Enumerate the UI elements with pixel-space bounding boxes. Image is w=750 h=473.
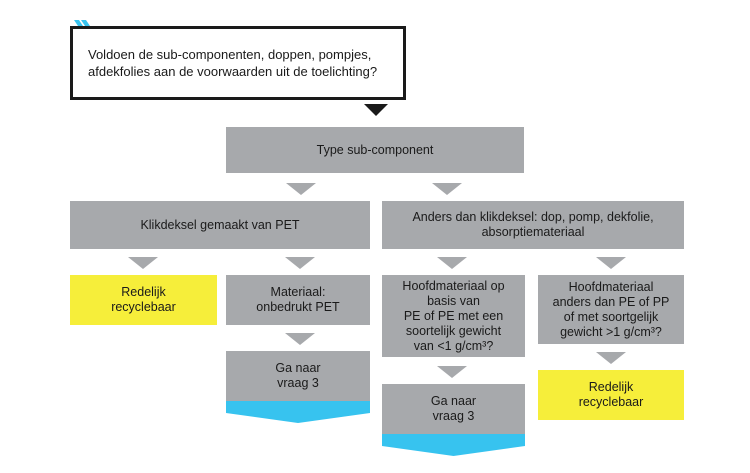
- arrow-down-icon: [286, 183, 316, 195]
- ga-naar-vraag-3-right-box: Ga naar vraag 3: [382, 384, 525, 434]
- arrow-down-icon: [437, 366, 467, 378]
- chevron-footer-icon: [382, 434, 525, 456]
- type-sub-component-box: Type sub-component: [226, 127, 524, 173]
- arrow-down-icon: [596, 352, 626, 364]
- arrow-down-icon: [432, 183, 462, 195]
- ga-naar-vraag-3-left-box: Ga naar vraag 3: [226, 351, 370, 401]
- chevron-footer-icon: [226, 401, 370, 423]
- klikdeksel-branch-box: Klikdeksel gemaakt van PET: [70, 201, 370, 249]
- materiaal-onbedrukt-pet-box: Materiaal: onbedrukt PET: [226, 275, 370, 325]
- redelijk-recyclebaar-right-box: Redelijk recyclebaar: [538, 370, 684, 420]
- arrow-down-icon: [285, 257, 315, 269]
- arrow-down-icon: [364, 104, 388, 116]
- arrow-down-icon: [596, 257, 626, 269]
- question-box: Voldoen de sub-componenten, doppen, pomp…: [70, 26, 406, 100]
- hoofdmateriaal-pe-box: Hoofdmateriaal op basis van PE of PE met…: [382, 275, 525, 357]
- anders-branch-box: Anders dan klikdeksel: dop, pomp, dekfol…: [382, 201, 684, 249]
- redelijk-recyclebaar-left-box: Redelijk recyclebaar: [70, 275, 217, 325]
- arrow-down-icon: [285, 333, 315, 345]
- arrow-down-icon: [128, 257, 158, 269]
- arrow-down-icon: [437, 257, 467, 269]
- hoofdmateriaal-anders-box: Hoofdmateriaal anders dan PE of PP of me…: [538, 275, 684, 344]
